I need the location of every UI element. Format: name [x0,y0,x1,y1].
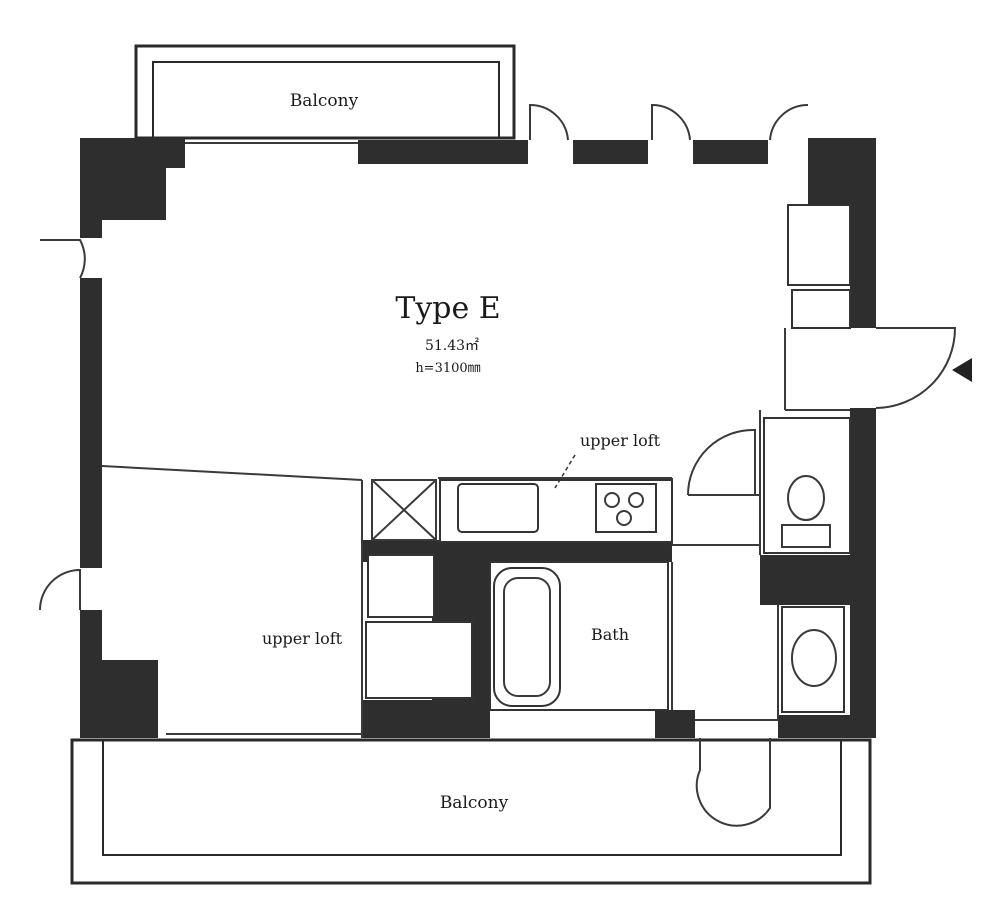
bathroom [489,561,669,711]
kitchen-counter [439,479,673,543]
upper-loft-kitchen-label: upper loft [580,431,661,450]
toilet-icon [763,417,851,554]
area-label: 51.43㎡ [425,338,479,354]
exterior-walls [80,138,876,738]
balcony-bottom-label: Balcony [440,793,509,813]
bathtub-icon [493,567,561,707]
balcony-top-label: Balcony [290,91,359,111]
washer-area [365,554,473,699]
closet-right [787,204,851,329]
stove-icon [595,483,657,533]
storage-x [371,479,437,541]
sink-icon [781,606,845,713]
balcony-bottom [70,738,872,885]
entrance-arrow-icon [952,358,972,382]
ceiling-height-label: h=3100㎜ [415,361,480,376]
balcony-top [134,44,516,140]
upper-loft-room-label: upper loft [262,629,343,648]
plan-type-label: Type E [395,291,500,326]
bath-label: Bath [591,625,629,644]
